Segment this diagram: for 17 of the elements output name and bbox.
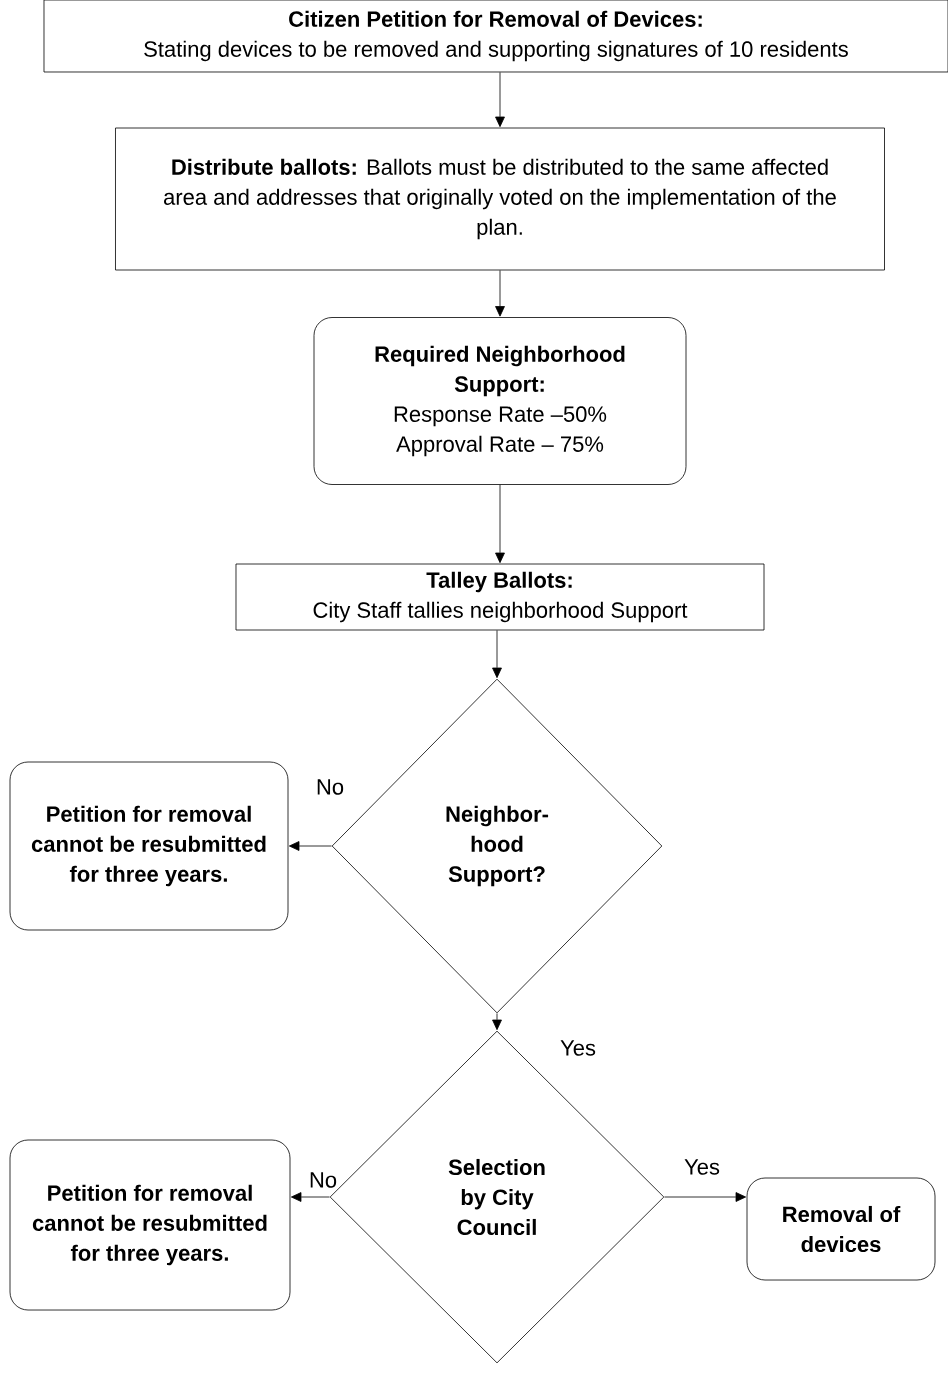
terminal-box: Removal of devices (746, 1177, 936, 1281)
process-box: Distribute ballots: Ballots must be distributed to the same affected area and addresses that originally voted on the implementation of the plan. (115, 127, 885, 271)
arrow (495, 484, 505, 564)
process-box: Citizen Petition for Removal of Devices: Stating devices to be removed and supporting signatures of 10 residents (43, 0, 948, 73)
arrow (492, 630, 502, 679)
terminal-box: Petition for removal cannot be resubmitted for three years. (9, 1139, 291, 1311)
arrow (290, 1192, 330, 1202)
arrow (495, 270, 505, 317)
arrow (664, 1192, 747, 1202)
arrow (288, 841, 332, 851)
arrow (492, 1013, 502, 1031)
edge-label: Yes (683, 1158, 721, 1176)
terminal-box: Petition for removal cannot be resubmitted for three years. (9, 761, 289, 931)
process-box: Required Neighborhood Support: Response Rate –50% Approval Rate – 75% (313, 317, 687, 485)
arrow (495, 72, 505, 128)
edge-label: Yes (559, 1039, 597, 1057)
process-box: Talley Ballots: City Staff tallies neighborhood Support (235, 563, 765, 631)
